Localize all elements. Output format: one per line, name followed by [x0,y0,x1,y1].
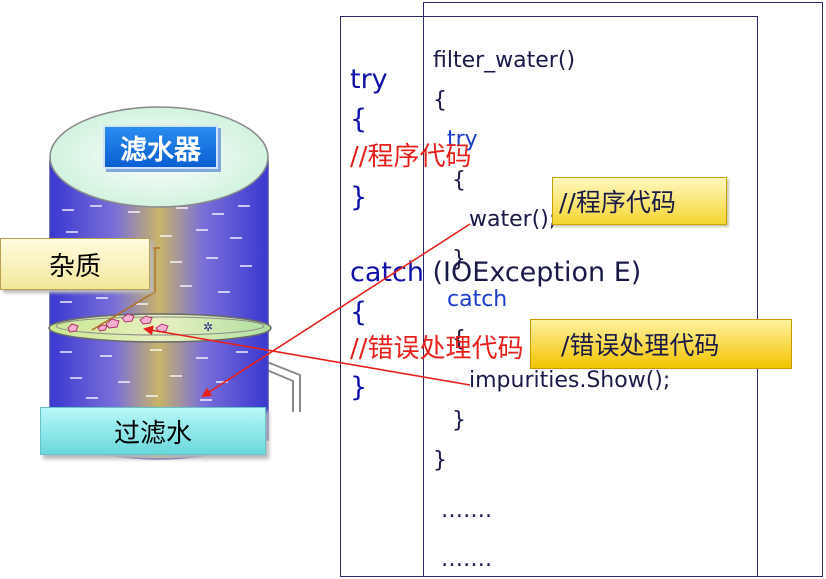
code-try-close: } [350,182,368,213]
code-catch-close: } [350,372,368,403]
code-ellipsis-1: ……. [441,498,492,523]
code-ellipsis-2: ……. [441,547,492,572]
code-try-open: { [350,104,368,135]
code-catch-keyword: catch [350,257,424,288]
code-water-call: water(); [469,207,557,232]
program-code-callout: //程序代码 [552,177,727,225]
filter-title: 滤水器 [103,125,218,169]
gear-icon: ✲ [203,320,213,334]
code-catch-line: catch (IOException E) [350,259,641,286]
code-inner-try: try [447,127,478,152]
code-catch-args: (IOException E) [423,257,642,288]
impurity-label: 杂质 [0,238,150,290]
code-error-comment: //错误处理代码 [350,334,524,364]
code-program-comment: //程序代码 [350,142,472,172]
filtered-water-label: 过滤水 [40,407,266,455]
code-func-signature: filter_water() [433,48,576,73]
code-show-call: impurities.Show(); [469,368,671,393]
code-open-brace: { [433,88,447,113]
code-catch-close-brace: } [452,408,466,433]
error-code-callout: /错误处理代码 [530,319,792,369]
impurity-pointer [91,247,160,331]
code-try-open-brace: { [452,168,466,193]
code-close-brace: } [433,448,447,473]
code-panel-front [340,16,758,577]
code-inner-catch: catch [447,287,508,312]
code-catch-open: { [350,297,368,328]
code-try-keyword: try [350,64,388,95]
